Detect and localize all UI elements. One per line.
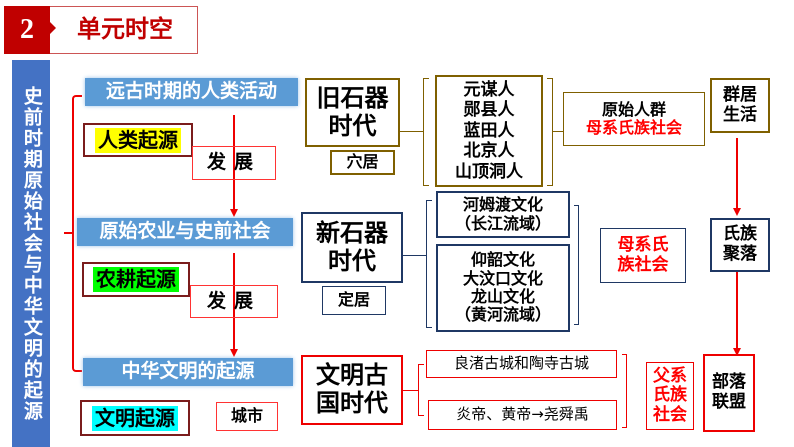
dwelling-cave: 穴居 xyxy=(330,150,395,175)
era-neolithic: 新石器时代 xyxy=(301,212,403,283)
develop-box-2: 发展 xyxy=(190,285,278,318)
life-box-2: 氏族聚落 xyxy=(710,218,770,272)
era-ancient-states: 文明古国时代 xyxy=(301,355,403,425)
brace-left-tick xyxy=(403,255,426,256)
flow-arrow-line xyxy=(736,138,738,210)
brace-left xyxy=(423,78,429,186)
society-primitive: 原始人群 xyxy=(601,99,666,119)
bracket-tick xyxy=(64,232,73,234)
life-line: 群居 xyxy=(723,84,757,105)
society-box-1: 原始人群母系氏族社会 xyxy=(563,92,705,146)
arrow-head-icon xyxy=(733,208,741,216)
origin-human: 人类起源 xyxy=(95,127,181,153)
flow-arrow-line xyxy=(233,253,235,351)
culture-item: 河姆渡文化 xyxy=(462,195,543,215)
site-liangzhu: 良渚古城和陶寺古城 xyxy=(426,350,617,378)
flow-arrow-line xyxy=(736,272,738,350)
brace-left xyxy=(418,364,424,416)
society-box-2: 母系氏族社会 xyxy=(600,228,686,283)
society-line: 父系 xyxy=(653,365,687,386)
era-line: 新石器 xyxy=(316,218,388,247)
life-line: 生活 xyxy=(723,104,757,125)
site-item: 蓝田人 xyxy=(463,120,515,141)
brace-right-tick xyxy=(553,131,563,132)
society-line: 母系氏 xyxy=(617,234,669,255)
arrow-head-icon xyxy=(230,349,238,357)
era-line: 文明古 xyxy=(316,361,388,390)
brace-left-tick xyxy=(403,390,418,391)
life-box-3: 部落联盟 xyxy=(703,354,755,432)
culture-item: 仰韶文化 xyxy=(470,250,535,270)
site-item: 北京人 xyxy=(463,141,515,162)
stage-label-1: 远古时期的人类活动 xyxy=(85,78,298,106)
brace-right xyxy=(574,205,579,325)
society-line: 氏族 xyxy=(653,385,687,406)
origin-civilization: 文明起源 xyxy=(92,405,178,431)
develop-box-1: 发展 xyxy=(192,146,276,180)
brace-left xyxy=(426,200,432,328)
society-line: 社会 xyxy=(653,404,687,425)
stage-label-3: 中华文明的起源 xyxy=(83,358,293,386)
society-line: 族社会 xyxy=(617,254,669,275)
era-paleolithic: 旧石器时代 xyxy=(305,78,400,147)
culture-yellow-river-box: 仰韶文化大汶口文化龙山文化（黄河流域） xyxy=(436,244,570,332)
origin-farming-box: 农耕起源 xyxy=(82,262,190,297)
header-notch xyxy=(50,22,56,34)
brace-right xyxy=(547,78,553,186)
culture-yangtze-box: 河姆渡文化（长江流域） xyxy=(436,191,570,238)
page-title: 单元时空 xyxy=(77,15,173,44)
origin-farming: 农耕起源 xyxy=(93,267,179,292)
site-item: 山顶洞人 xyxy=(455,161,523,182)
main-bracket xyxy=(72,95,82,372)
stage-label-2: 原始农业与史前社会 xyxy=(77,218,293,246)
arrow-head-icon xyxy=(230,209,238,217)
era-line: 时代 xyxy=(328,246,376,275)
brace-left-tick xyxy=(400,131,423,132)
life-line: 部落 xyxy=(712,372,746,393)
culture-item: （长江流域） xyxy=(454,213,551,233)
site-emperors: 炎帝、黄帝→尧舜禹 xyxy=(428,400,617,430)
era-text: 旧石器时代 xyxy=(316,83,389,140)
culture-item: 大汶口文化 xyxy=(462,268,543,288)
city-box: 城市 xyxy=(216,402,278,431)
origin-human-box: 人类起源 xyxy=(83,123,193,157)
life-line: 联盟 xyxy=(712,392,746,412)
society-box-3: 父系氏族社会 xyxy=(646,362,694,430)
culture-item: （黄河流域） xyxy=(454,305,551,325)
culture-item: 龙山文化 xyxy=(470,287,535,306)
brace-right xyxy=(622,354,627,428)
sites-box: 元谋人郧县人蓝田人北京人山顶洞人 xyxy=(435,75,543,187)
section-number: 2 xyxy=(4,6,50,54)
dwelling-settled: 定居 xyxy=(322,286,386,315)
site-item: 郧县人 xyxy=(463,100,515,121)
life-line: 聚落 xyxy=(723,244,757,264)
sidebar-title: 史前时期原始社会与中华文明的起源 xyxy=(12,60,50,447)
flow-arrow-line xyxy=(233,115,235,211)
life-box-1: 群居生活 xyxy=(710,78,770,133)
site-item: 元谋人 xyxy=(463,80,515,101)
origin-civilization-box: 文明起源 xyxy=(80,400,190,436)
life-line: 氏族 xyxy=(723,224,757,245)
society-matrilineal: 母系氏族社会 xyxy=(585,118,682,137)
era-line: 国时代 xyxy=(316,389,388,417)
arrow-head-icon xyxy=(733,348,741,356)
